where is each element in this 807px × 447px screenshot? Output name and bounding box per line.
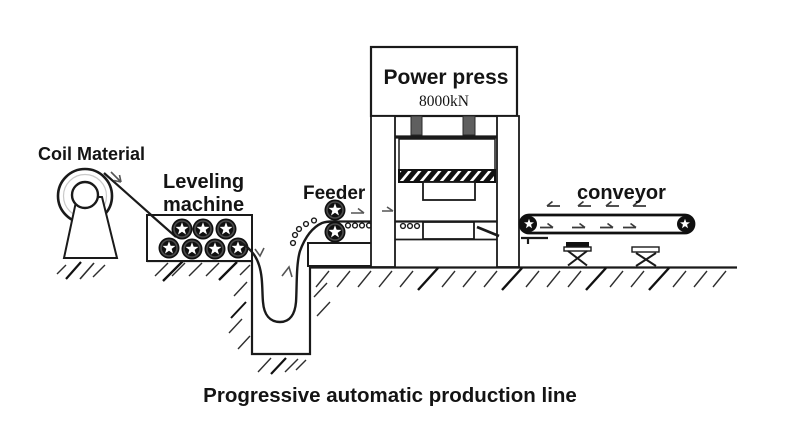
belt-top-arrows bbox=[546, 200, 646, 207]
conveyor-roller-icon bbox=[677, 216, 693, 232]
coil-inner-circle bbox=[70, 180, 100, 210]
leveling-machine-label-line2: machine bbox=[163, 194, 244, 216]
figure-caption: Progressive automatic production line bbox=[203, 384, 577, 407]
belt-inner-arrows bbox=[540, 222, 637, 229]
conveyor-unit: conveyor bbox=[518, 182, 696, 267]
ground-hatch-right bbox=[315, 267, 727, 291]
feeder-label: Feeder bbox=[303, 183, 366, 204]
ground bbox=[147, 259, 737, 375]
strip-into-leveler bbox=[150, 214, 177, 238]
pit-floor-hatch bbox=[257, 357, 307, 375]
pit-wall-hatch-right bbox=[313, 282, 331, 317]
strip-direction-arrow-coil bbox=[110, 171, 122, 183]
leveling-machine-label-line1: Leveling bbox=[163, 171, 244, 193]
power-press-label: Power press bbox=[384, 66, 509, 89]
leveling-roller-icon bbox=[191, 217, 215, 241]
press-guide-post bbox=[410, 115, 423, 136]
coil-material-label: Coil Material bbox=[38, 144, 145, 164]
press-capacity-label: 8000kN bbox=[419, 93, 469, 110]
feed-direction-arrow bbox=[351, 207, 365, 214]
press-column-left bbox=[370, 115, 396, 268]
strip-direction-arrow-down bbox=[254, 247, 265, 258]
strip-perforations bbox=[344, 222, 373, 229]
leveling-roller-icon bbox=[214, 217, 238, 241]
leveling-roller-icon bbox=[203, 237, 227, 261]
press-guide-post bbox=[462, 115, 476, 136]
ground-line bbox=[147, 259, 737, 356]
feeder-roller-icon bbox=[323, 220, 347, 244]
strip-loop-pit bbox=[239, 217, 333, 324]
press-slide-hatch-stripes bbox=[399, 170, 495, 182]
strip-direction-arrow-up bbox=[281, 265, 293, 278]
press-entry-arrow bbox=[382, 206, 394, 212]
conveyor-label: conveyor bbox=[577, 182, 666, 204]
strip-perforations bbox=[399, 222, 421, 230]
coil-material-unit: Coil Material bbox=[38, 144, 177, 280]
leveling-roller-icon bbox=[226, 236, 250, 260]
conveyor-support-right bbox=[631, 246, 660, 267]
leveling-machine-unit: Leveling machine bbox=[146, 171, 253, 262]
press-head-box bbox=[369, 45, 519, 118]
scissor-leg bbox=[635, 252, 657, 267]
feeder-stand bbox=[307, 242, 374, 267]
leveling-roller-icon bbox=[157, 236, 181, 260]
press-punch bbox=[422, 181, 476, 201]
support-top-plate bbox=[631, 246, 660, 253]
strip-perforations bbox=[289, 217, 318, 247]
feeder-unit: Feeder bbox=[303, 183, 374, 267]
pit-wall-hatch-left bbox=[228, 281, 251, 350]
conveyor-support-left bbox=[563, 242, 592, 267]
conveyor-belt bbox=[518, 213, 696, 235]
press-die-block bbox=[422, 221, 475, 240]
coil-stand-hatch bbox=[56, 261, 106, 280]
leveling-roller-icon bbox=[170, 217, 194, 241]
leveling-roller-icon bbox=[180, 237, 204, 261]
press-column-right bbox=[496, 115, 520, 268]
scissor-leg bbox=[567, 250, 588, 267]
strip-loop bbox=[239, 220, 333, 324]
press-exit-shelf bbox=[521, 236, 548, 244]
press-slide bbox=[398, 138, 496, 171]
conveyor-roller-icon bbox=[521, 216, 537, 232]
support-top-plate bbox=[566, 242, 589, 247]
part-chute bbox=[476, 225, 500, 238]
power-press-unit: Power press 8000kN bbox=[369, 45, 520, 268]
ground-hatch-left bbox=[154, 260, 251, 282]
support-plate bbox=[563, 246, 592, 252]
